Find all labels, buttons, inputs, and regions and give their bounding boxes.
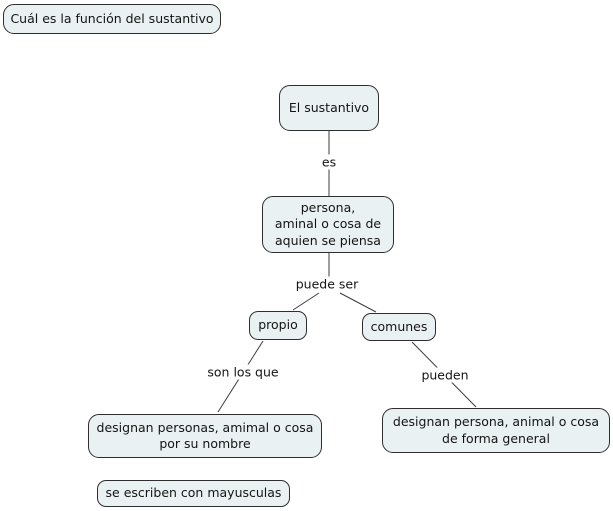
concept-question[interactable]: Cuál es la función del sustantivo — [3, 4, 221, 34]
concept-designan-por-nombre[interactable]: designan personas, amimal o cosa por su … — [88, 414, 322, 458]
link-label-son-los-que[interactable]: son los que — [204, 364, 282, 380]
concept-se-escriben-mayusculas[interactable]: se escriben con mayusculas — [97, 480, 290, 507]
link-label-pueden[interactable]: pueden — [418, 367, 472, 383]
concept-propio[interactable]: propio — [249, 311, 307, 340]
connector-puedeser-propio — [292, 292, 320, 311]
concept-comunes[interactable]: comunes — [362, 313, 436, 341]
concept-designan-forma-general[interactable]: designan persona, animal o cosa de forma… — [382, 408, 610, 453]
connector-puedeser-comunes — [339, 292, 377, 313]
concept-el-sustantivo[interactable]: El sustantivo — [279, 85, 379, 131]
link-label-puede-ser[interactable]: puede ser — [292, 276, 362, 292]
concept-persona-aminal-cosa[interactable]: persona, aminal o cosa de aquien se pien… — [262, 196, 394, 253]
link-label-es[interactable]: es — [318, 154, 340, 170]
